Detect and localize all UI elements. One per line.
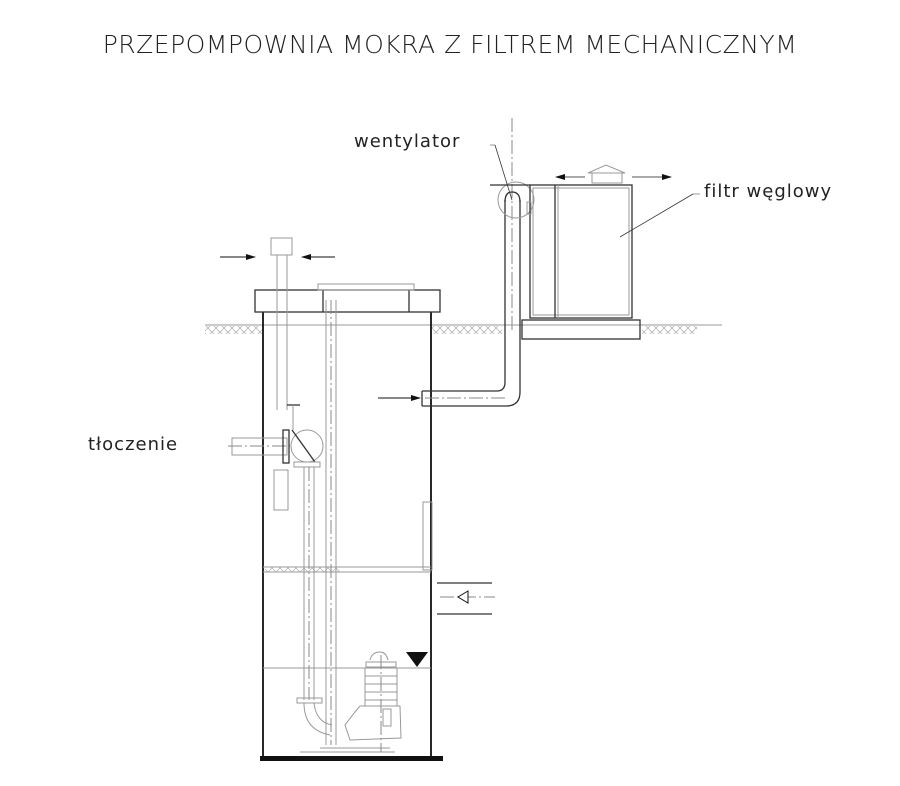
label-tloczenie: tłoczenie bbox=[88, 434, 179, 455]
vent-pipe bbox=[220, 237, 335, 410]
ventilation-duct bbox=[378, 118, 535, 407]
guide-rail-pipe bbox=[325, 300, 337, 745]
ladder bbox=[422, 501, 433, 571]
wet-well-chamber bbox=[254, 283, 443, 761]
top-slab bbox=[254, 289, 441, 313]
label-wentylator: wentylator bbox=[354, 131, 461, 152]
manhole-cover bbox=[317, 283, 415, 291]
flow-arrow-icon bbox=[457, 590, 469, 604]
inlet-pipe bbox=[437, 582, 495, 615]
ground-line bbox=[205, 324, 722, 334]
label-filtr-weglowy: filtr węglowy bbox=[704, 181, 833, 202]
carbon-filter bbox=[490, 164, 700, 340]
diagram-title: PRZEPOMPOWNIA MOKRA Z FILTREM MECHANICZN… bbox=[102, 30, 798, 59]
fan-icon bbox=[497, 181, 535, 219]
water-level-icon bbox=[406, 652, 428, 667]
discharge-pipe bbox=[228, 404, 333, 736]
submersible-pump bbox=[300, 651, 402, 753]
